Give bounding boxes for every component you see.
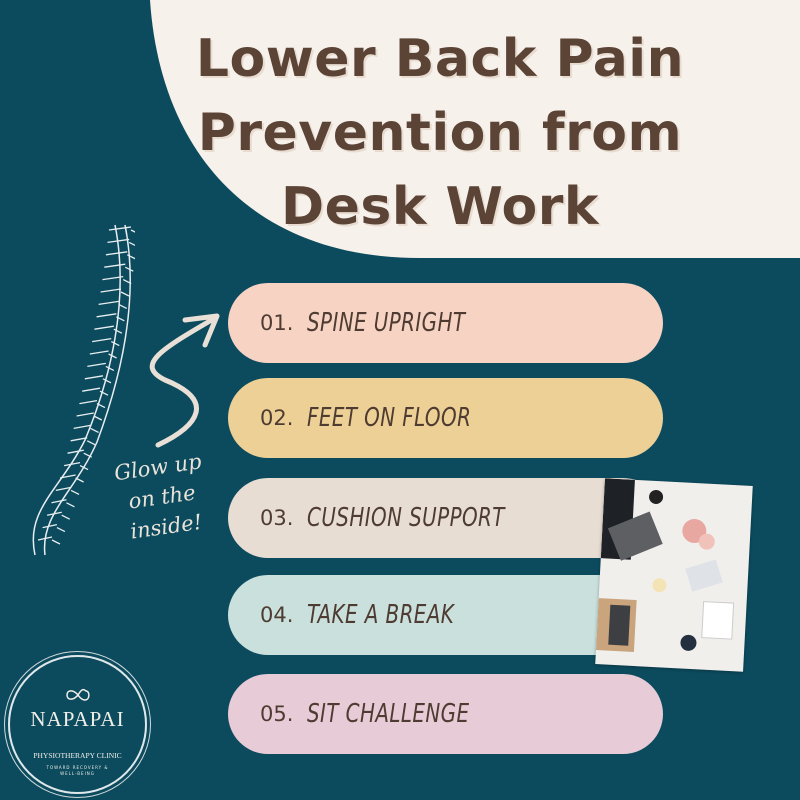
vertebra-mark [70,437,96,446]
tip-item: 02. FEET ON FLOOR [228,378,663,458]
page-title: Lower Back Pain Prevention from Desk Wor… [140,22,740,244]
vertebra-mark [37,536,61,545]
tip-label: SPINE UPRIGHT [307,308,466,338]
vertebra-mark [108,226,135,233]
vertebra-mark [76,412,103,421]
vertebra-mark [51,499,75,508]
vertebra-mark [82,387,109,396]
tip-item: 03. CUSHION SUPPORT [228,478,663,558]
vertebra-mark [96,313,125,322]
desk-photo [595,478,753,672]
vertebra-mark [46,511,71,520]
tagline: Glow up on the inside! [86,443,237,552]
vertebra-mark [59,474,84,483]
vertebra-mark [67,449,93,458]
title-line-1: Lower Back Pain [195,29,685,89]
vertebra-mark [63,461,89,471]
tip-number: 05. [260,702,294,726]
tip-number: 03. [260,506,294,530]
tip-item: 05. SIT CHALLENGE [228,674,663,754]
vertebra-mark [84,375,112,384]
vertebra-mark [87,362,115,371]
tip-item: 04. TAKE A BREAK [228,575,663,655]
clinic-name: NAPAPAI [30,707,125,731]
vertebra-mark [55,486,80,495]
vertebra-mark [100,288,130,297]
tip-item: 01. SPINE UPRIGHT [228,283,663,363]
tip-label: CUSHION SUPPORT [307,503,506,533]
vertebra-mark [105,251,135,260]
vertebra-mark [89,350,117,359]
vertebra-mark [73,424,99,433]
vertebra-mark [102,275,132,285]
vertebra-mark [98,300,128,309]
vertebra-mark [107,238,135,247]
tip-label: FEET ON FLOOR [307,403,472,433]
tip-number: 02. [260,406,294,430]
clinic-tagline: TOWARD RECOVERY & WELL-BEING [46,765,109,776]
vertebra-mark [42,523,66,533]
curved-arrow-icon [149,313,220,448]
tip-number: 01. [260,311,294,335]
tip-label: TAKE A BREAK [307,600,455,630]
tip-number: 04. [260,603,294,627]
vertebra-mark [94,325,123,334]
infinity-cloud-icon [66,688,90,701]
vertebra-mark [104,263,134,272]
title-line-2: Prevention from [197,103,683,163]
vertebra-mark [79,399,106,409]
title-line-3: Desk Work [280,177,600,237]
vertebra-mark [92,337,120,347]
clinic-subtitle: PHYSIOTHERAPY CLINIC [33,751,122,760]
clinic-logo: NAPAPAI PHYSIOTHERAPY CLINIC TOWARD RECO… [8,655,147,794]
spine-illustration-icon [32,224,135,556]
tip-label: SIT CHALLENGE [307,699,470,729]
